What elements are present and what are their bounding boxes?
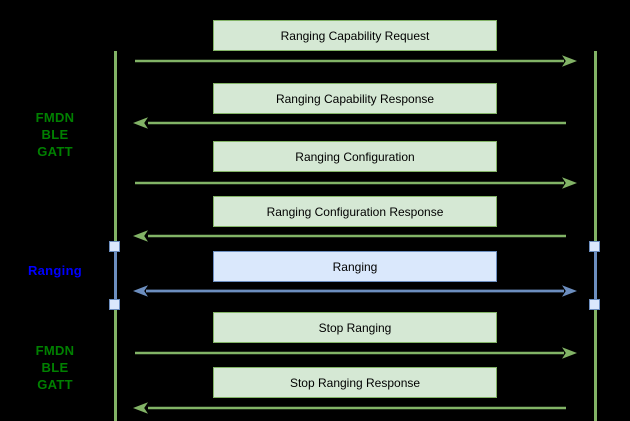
activation-marker-left-start: [109, 241, 120, 252]
lifeline-right-ranging-segment: [594, 252, 597, 299]
message-label: Stop Ranging: [318, 320, 392, 335]
message-box-stop-ranging: Stop Ranging: [213, 312, 497, 343]
label-fmdn-ble-gatt-bottom: FMDN BLE GATT: [13, 342, 97, 393]
label-line: BLE: [41, 127, 69, 142]
arrow-right: [135, 177, 577, 189]
message-label: Stop Ranging Response: [289, 375, 421, 390]
message-box-stop-ranging-response: Stop Ranging Response: [213, 367, 497, 398]
message-box-ranging: Ranging: [213, 251, 497, 282]
message-box-ranging-capability-response: Ranging Capability Response: [213, 83, 497, 114]
message-label: Ranging Configuration: [295, 149, 415, 164]
arrow-left: [133, 117, 566, 129]
activation-marker-right-start: [589, 241, 600, 252]
message-label: Ranging Capability Response: [275, 91, 435, 106]
activation-marker-left-end: [109, 299, 120, 310]
arrow-bidirectional: [133, 285, 577, 297]
label-line: GATT: [37, 144, 73, 159]
lifeline-right: [594, 51, 597, 421]
message-box-ranging-capability-request: Ranging Capability Request: [213, 20, 497, 51]
label-line: FMDN: [35, 110, 75, 125]
arrow-left: [133, 402, 566, 414]
label-line: BLE: [41, 360, 69, 375]
message-label: Ranging: [332, 259, 378, 274]
message-box-ranging-configuration: Ranging Configuration: [213, 141, 497, 172]
arrow-right: [135, 55, 577, 67]
lifeline-left: [114, 51, 117, 421]
arrow-left: [133, 230, 566, 242]
label-line: FMDN: [35, 343, 75, 358]
arrow-right: [135, 347, 577, 359]
message-box-ranging-configuration-response: Ranging Configuration Response: [213, 196, 497, 227]
label-ranging: Ranging: [27, 263, 83, 278]
label-fmdn-ble-gatt-top: FMDN BLE GATT: [13, 109, 97, 160]
label-line: GATT: [37, 377, 73, 392]
message-label: Ranging Configuration Response: [266, 204, 444, 219]
message-label: Ranging Capability Request: [280, 28, 430, 43]
lifeline-left-ranging-segment: [114, 252, 117, 299]
activation-marker-right-end: [589, 299, 600, 310]
